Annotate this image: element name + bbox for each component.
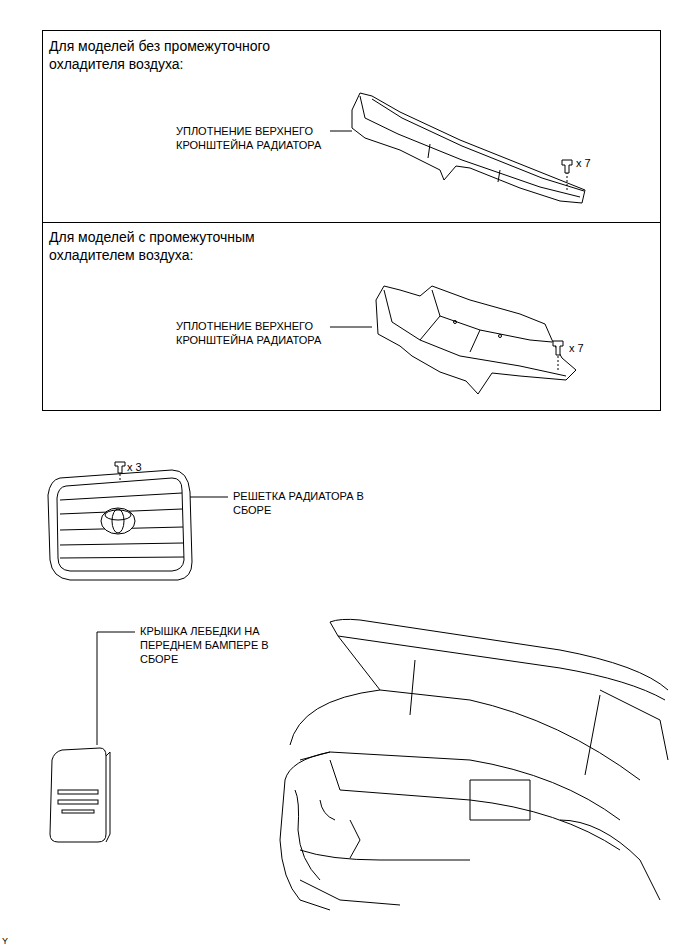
leader-line (97, 632, 135, 745)
leader-line (190, 497, 228, 498)
part-name: УПЛОТНЕНИЕ ВЕРХНЕГО КРОНШТЕЙНА РАДИАТОРА (176, 320, 341, 348)
leader-line (330, 327, 372, 328)
winch-cover-drawing (50, 632, 135, 842)
quantity-label: x 7 (576, 157, 616, 171)
panel-heading: Для моделей с промежуточным охладителем … (49, 229, 299, 264)
vehicle-drawing (280, 619, 668, 910)
part-name: РЕШЕТКА РАДИАТОРА В СБОРЕ (233, 490, 393, 518)
part-name: УПЛОТНЕНИЕ ВЕРХНЕГО КРОНШТЕЙНА РАДИАТОРА (176, 125, 341, 153)
quantity-label: x 3 (127, 461, 167, 475)
grille-drawing (48, 462, 228, 580)
panel-heading: Для моделей без промежуточного охладител… (49, 38, 299, 73)
seal-drawing (352, 93, 585, 203)
part-name: КРЫШКА ЛЕБЕДКИ НА ПЕРЕДНЕМ БАМПЕРЕ В СБО… (140, 625, 300, 666)
seal-drawing (376, 286, 576, 394)
leader-line (330, 131, 352, 132)
variant-panel: Для моделей без промежуточного охладител… (42, 30, 661, 223)
quantity-label: x 7 (569, 342, 609, 356)
variant-panel: Для моделей с промежуточным охладителем … (42, 222, 661, 411)
figure-code: Y (2, 936, 22, 947)
